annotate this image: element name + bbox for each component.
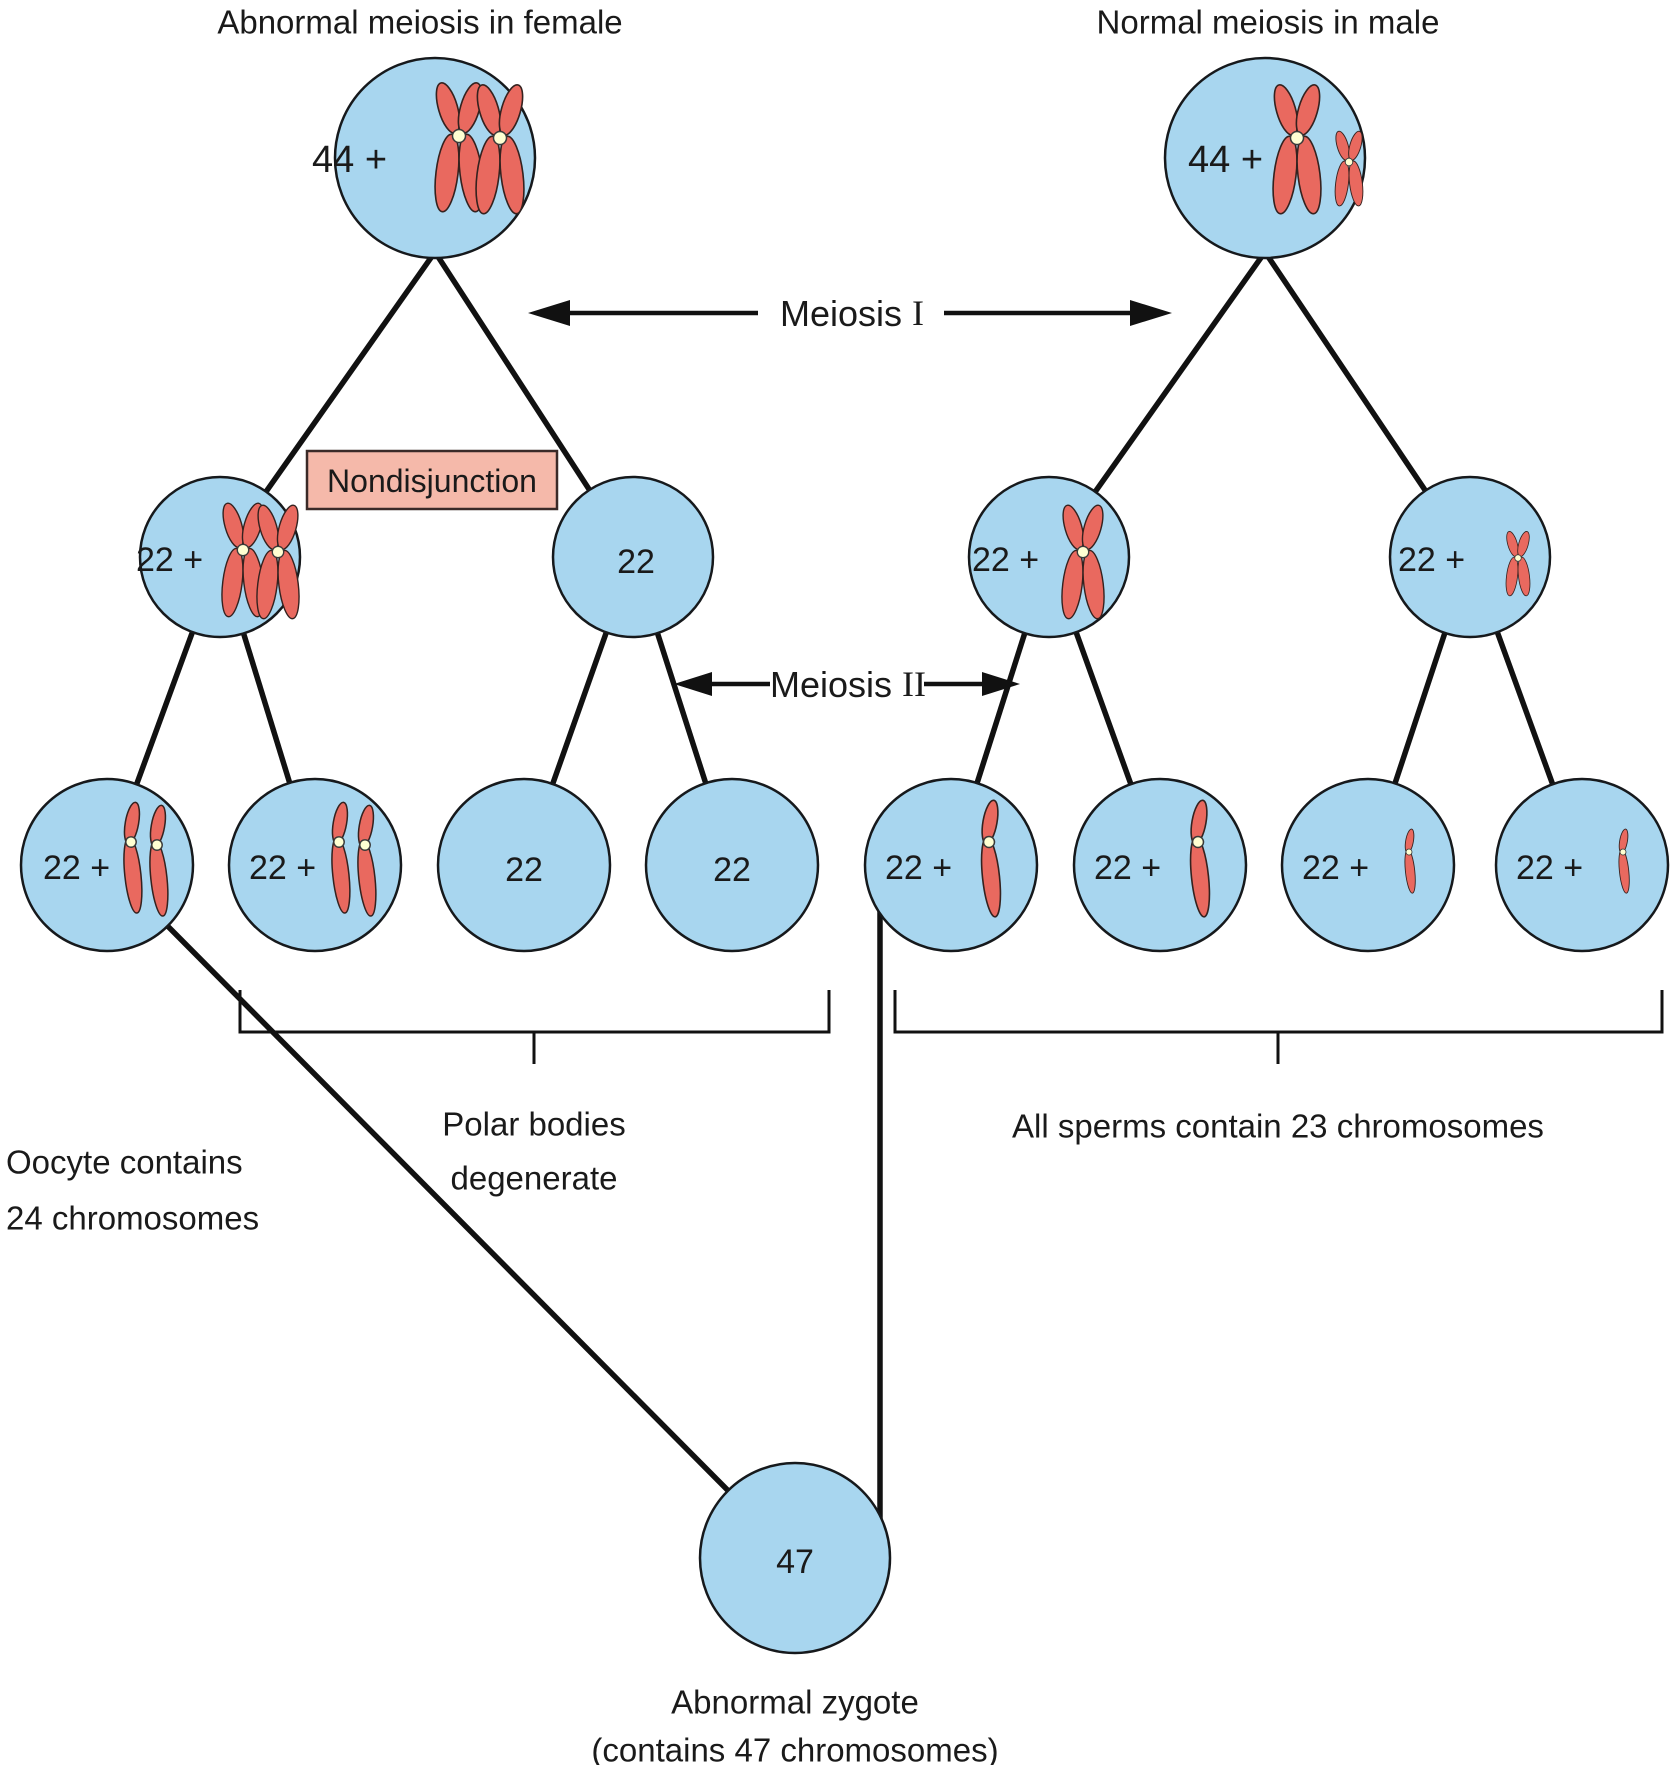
male-column-title: Normal meiosis in male [1097, 4, 1440, 41]
f2-right-circle [551, 475, 715, 639]
cell-sperm-2: 22 + [1072, 777, 1248, 953]
zygote-circle [698, 1461, 892, 1655]
female-parent-label: 44 + [312, 139, 387, 181]
meiosis2-left-arrow-icon [674, 672, 712, 696]
oocyte-circle [19, 777, 195, 953]
polar-body-2-circle [436, 777, 612, 953]
cell-sperm-4: 22 + [1494, 777, 1670, 953]
cell-polar-body-1: 22 + [227, 777, 403, 953]
cell-f2-left: 22 + [136, 475, 304, 639]
sperm-2-label: 22 + [1094, 849, 1161, 887]
nondisjunction-callout: Nondisjunction [305, 449, 559, 511]
sperm-3-circle [1280, 777, 1456, 953]
cell-polar-body-2: 22 [436, 777, 612, 953]
m2-right-label: 22 + [1398, 541, 1465, 579]
cell-zygote: 47 [698, 1461, 892, 1655]
oocyte-caption-line1: Oocyte contains [6, 1144, 243, 1181]
f2-left-label: 22 + [136, 541, 203, 579]
zygote-caption-line1: Abnormal zygote [671, 1684, 919, 1721]
cell-m2-left: 22 + [967, 475, 1131, 639]
polar-body-1-label: 22 + [249, 849, 316, 887]
m2-right-circle [1388, 475, 1552, 639]
cell-oocyte: 22 + [19, 777, 195, 953]
polar-bodies-bracket-path [238, 990, 831, 1034]
nondisjunction-label: Nondisjunction [327, 463, 537, 499]
sperm-1-label: 22 + [885, 849, 952, 887]
sperm-bracket-path [893, 990, 1664, 1034]
sperm-3-label: 22 + [1302, 849, 1369, 887]
polar-body-3-label: 22 [713, 851, 751, 889]
meiosis1-right-arrow-icon [1130, 300, 1172, 326]
polar-body-2-label: 22 [505, 851, 543, 889]
oocyte-to-zygote-line [105, 863, 797, 1560]
polar-body-3-circle [644, 777, 820, 953]
meiosis2-right-arrow-icon [982, 672, 1020, 696]
m2-left-label: 22 + [972, 541, 1039, 579]
polar-caption-line1: Polar bodies [442, 1106, 625, 1143]
cell-sperm-1: 22 + [863, 777, 1039, 953]
sperm-4-label: 22 + [1516, 849, 1583, 887]
nondisjunction-box [305, 449, 559, 511]
polar-bodies-bracket [238, 990, 831, 1064]
zygote-caption-line2: (contains 47 chromosomes) [591, 1732, 998, 1766]
oocyte-label: 22 + [43, 849, 110, 887]
meiosis1-left-arrow-icon [528, 300, 570, 326]
sperm-bracket [893, 990, 1664, 1064]
cell-sperm-3: 22 + [1280, 777, 1456, 953]
sperm-caption: All sperms contain 23 chromosomes [1012, 1108, 1544, 1145]
cell-female-parent: 44 + [312, 56, 537, 260]
zygote-label: 47 [776, 1543, 814, 1581]
cell-f2-right: 22 [551, 475, 715, 639]
female-column-title: Abnormal meiosis in female [217, 4, 622, 41]
cell-male-parent: 44 + [1163, 56, 1367, 260]
cell-m2-right: 22 + [1388, 475, 1552, 639]
male-parent-label: 44 + [1188, 139, 1263, 181]
oocyte-caption-line2: 24 chromosomes [6, 1200, 259, 1237]
sperm-4-circle [1494, 777, 1670, 953]
polar-caption-line2: degenerate [451, 1160, 618, 1197]
cell-polar-body-3: 22 [644, 777, 820, 953]
polar-body-1-circle [227, 777, 403, 953]
f2-right-label: 22 [617, 543, 655, 581]
